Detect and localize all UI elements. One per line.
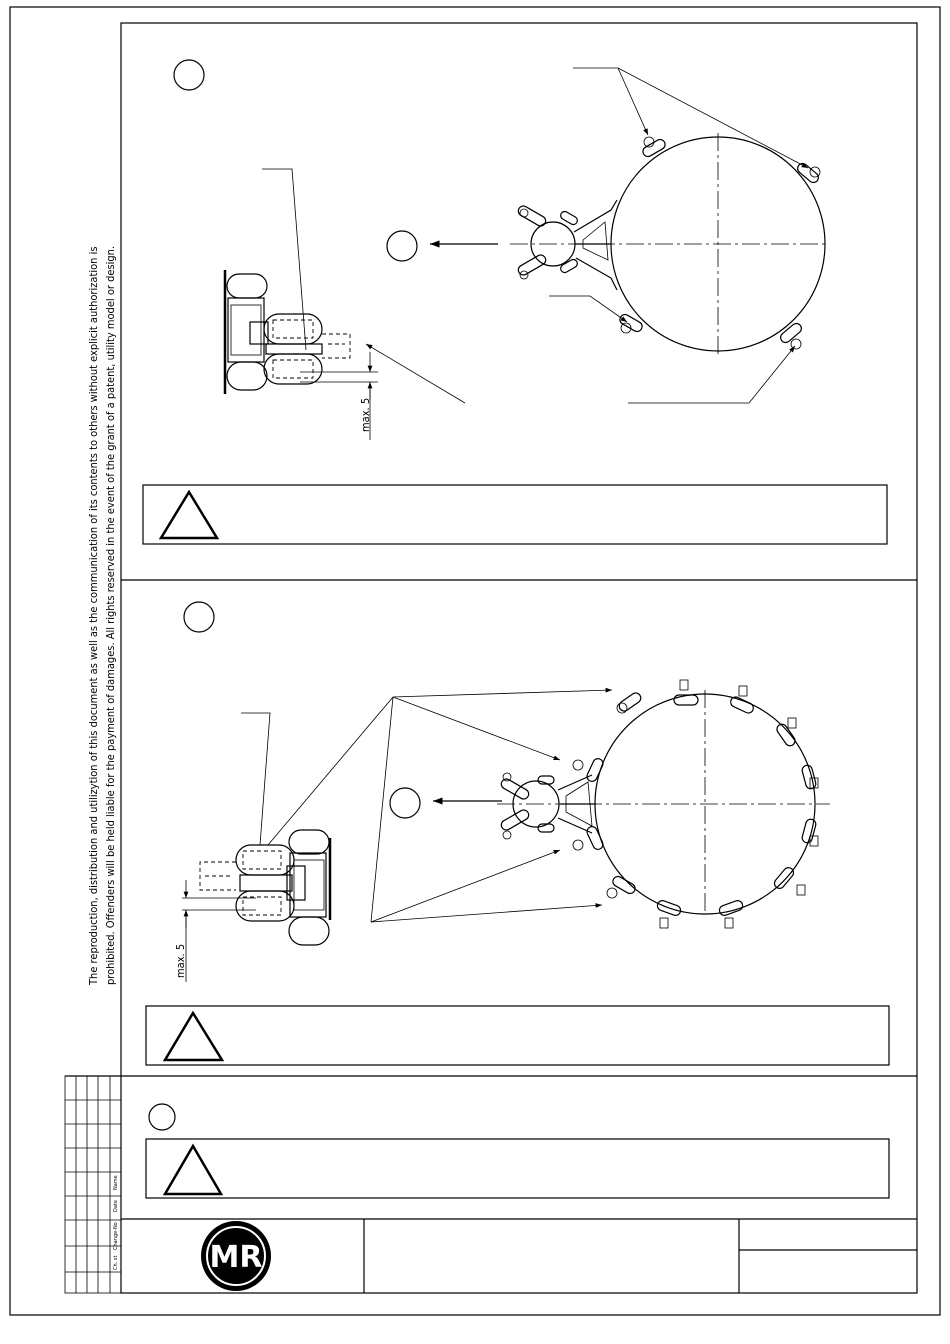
rev-col-ch: Ch. st	[113, 1256, 119, 1270]
section-2-warning-box	[145, 1005, 890, 1066]
section-1-leaders	[549, 67, 809, 404]
section-2-detail	[182, 829, 332, 982]
section-3-marker-circle	[148, 1103, 176, 1131]
warning-icon	[162, 1143, 224, 1196]
warning-icon	[158, 489, 220, 540]
section-1-tank-view	[510, 133, 826, 355]
rev-col-name: Name	[113, 1175, 119, 1190]
section-1-detail	[223, 168, 466, 440]
section-2-marker-circle	[183, 601, 215, 633]
rev-col-change: Change-No	[113, 1222, 119, 1250]
section-1-marker-circle	[173, 59, 205, 91]
warning-icon	[162, 1010, 225, 1062]
mr-logo-text: MR	[210, 1240, 263, 1275]
section-2-tank-view	[497, 679, 830, 929]
section-2-dimension-label: max. 5	[174, 944, 187, 978]
revision-table: Ch. st Change-No Date Name	[64, 1075, 122, 1294]
section-1-view-circle	[386, 230, 418, 262]
section-3-warning-box	[145, 1138, 890, 1199]
outer-frame	[9, 6, 941, 1316]
section-1-warning-box	[142, 484, 888, 545]
title-block	[363, 1219, 917, 1293]
section-1-dimension-label: max. 5	[359, 398, 372, 432]
section-2-view-circle	[389, 787, 421, 819]
mr-logo: MR	[201, 1221, 271, 1291]
section-2-leaders	[241, 687, 613, 923]
legal-notice-line-1: The reproduction, distribution and utili…	[87, 246, 100, 986]
legal-notice: The reproduction, distribution and utili…	[87, 246, 117, 986]
rev-col-date: Date	[113, 1200, 119, 1212]
legal-notice-line-2: prohibited. Offenders will be held liabl…	[104, 246, 117, 985]
drawing-frame	[120, 22, 918, 1294]
